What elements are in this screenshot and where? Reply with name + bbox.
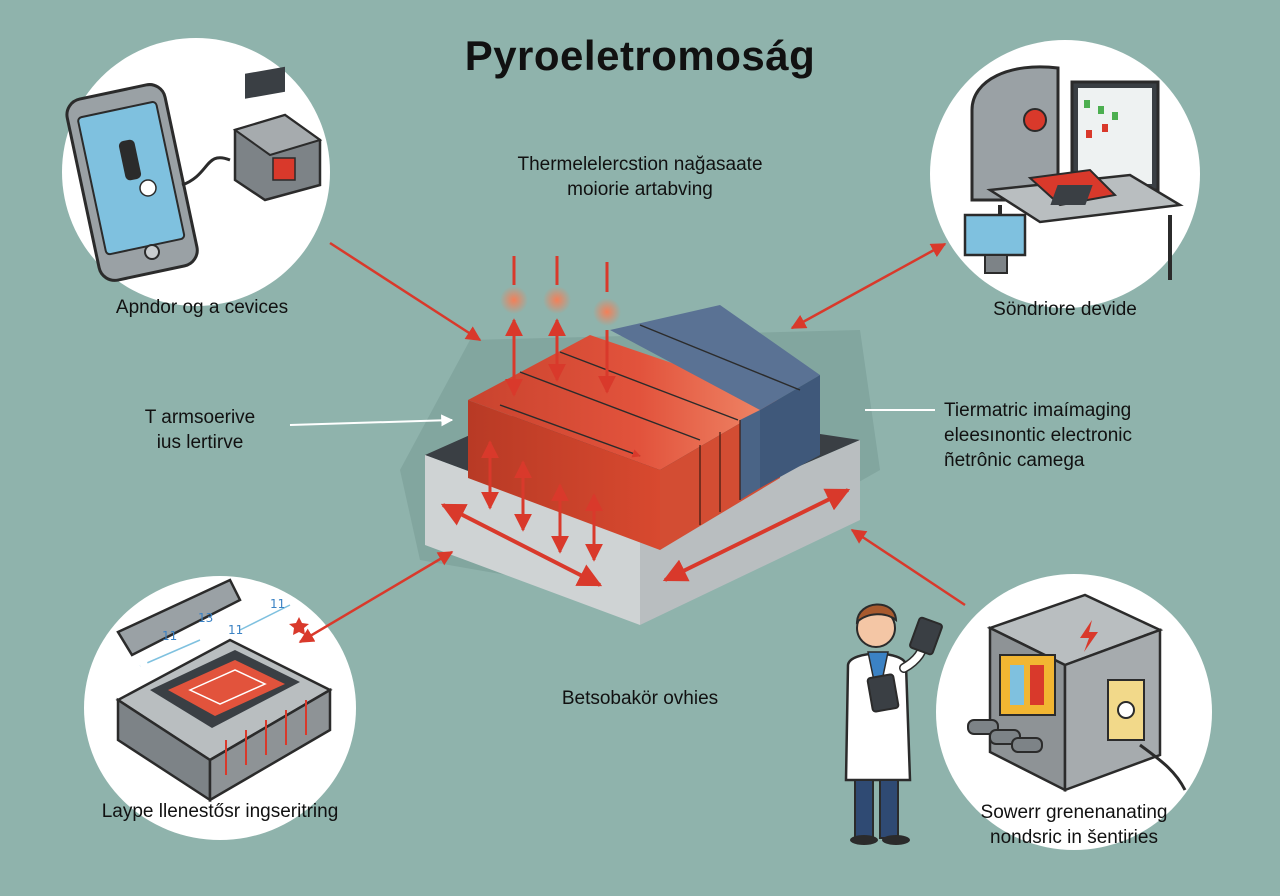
imaging-station-label: Söndriore devide [993,299,1137,320]
right-caption-line1: Tiermatric imaímaging [944,400,1132,421]
sensor-number-3: 11 [228,623,243,637]
phone-device-illustration [65,66,323,282]
right-caption-line2: eleesınontic electronic [944,425,1132,446]
left-caption-line1: T armsoerive [144,407,256,428]
sensor-chip-label: Laype llenestősr ingseritring [101,801,339,822]
lightning-icon [1080,620,1098,652]
right-caption-line3: ñetrônic camega [944,450,1085,471]
thermoelectric-module [400,305,880,625]
sensor-chip-illustration: 11 13 11 11 [115,578,333,803]
scientist-figure [844,603,943,845]
left-caption-line2: ius lertirve [156,432,244,453]
top-caption-line1: Thermelelercstion nağasaate [517,154,763,175]
sensor-number-1: 11 [162,629,177,643]
blue-block-top [610,305,820,410]
right-caption: Tiermatric imaímaging eleesınontic elect… [944,398,1264,473]
bottom-caption: Betsobakör ovhies [561,688,719,709]
sensor-number-4: 11 [270,597,285,611]
left-caption: T armsoerive ius lertirve [110,405,290,455]
top-caption-line2: moiorie artabving [567,179,713,200]
phone-device-label: Apndor og a cevices [115,297,289,318]
red-block-top [468,335,780,470]
power-generator-label-line1: Sowerr grenenanating [980,802,1168,823]
heat-input-arrows [500,256,621,397]
current-flow-arrows [440,440,851,587]
power-generator-illustration [967,593,1187,793]
power-generator-label: Sowerr grenenanating nondsric in šentiri… [944,800,1204,850]
top-caption: Thermelelercstion nağasaate moiorie arta… [470,152,810,202]
sensor-number-2: 13 [198,611,213,625]
imaging-station-illustration [963,65,1184,280]
blue-block-side [760,375,820,488]
page-title: Pyroeletromoság [464,32,816,79]
red-block-front [468,400,660,550]
blue-block-front [740,410,760,500]
pointer-lines [289,409,935,427]
power-generator-label-line2: nondsric in šentiries [990,827,1158,848]
connector-arrows [298,241,966,644]
star-icon [289,617,309,635]
